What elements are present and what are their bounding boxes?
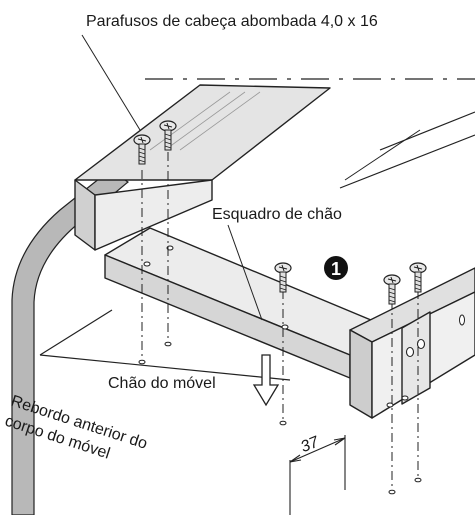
screw-icon [409, 262, 427, 293]
cabinet-front-edge-band-lower [34, 460, 280, 500]
plate-hole [405, 346, 415, 358]
floor-plane-line [39, 309, 113, 356]
channel-slot [459, 314, 465, 326]
upper-channel-rail [74, 84, 331, 181]
dimension-37-marker [289, 435, 346, 515]
screw-axis-lines [141, 152, 419, 490]
screw-icon [133, 134, 151, 165]
right-bracket-plate [401, 311, 431, 405]
screw-icon [383, 274, 401, 305]
screw-icon [159, 120, 177, 151]
plate-hole [416, 338, 426, 350]
floor-hole-marks [138, 341, 422, 495]
bracket-hole [401, 395, 409, 401]
screws-label: Parafusos de cabeça abombada 4,0 x 16 [86, 13, 378, 30]
floor-plane-back-line [339, 134, 475, 189]
floor-plane-line [39, 354, 291, 381]
screw-icon [274, 262, 292, 293]
arrow-down-icon [252, 354, 280, 407]
right-channel-face [349, 329, 373, 419]
bracket-label: Esquadro de chão [212, 206, 342, 223]
step-number-1-digit: 1 [331, 259, 341, 279]
upper-channel-rail-front [94, 179, 213, 251]
rail-hatch [149, 91, 261, 151]
floor-plane-back-line [379, 111, 475, 151]
background-leader-line [344, 129, 421, 181]
cabinet-floor-label: Chão do móvel [108, 375, 216, 392]
dimension-label: 37 [298, 433, 322, 456]
screws-leader-line [81, 34, 141, 131]
step-number-1-icon [324, 256, 348, 280]
bracket-leader-line [227, 224, 263, 321]
bracket-hole [143, 261, 151, 267]
